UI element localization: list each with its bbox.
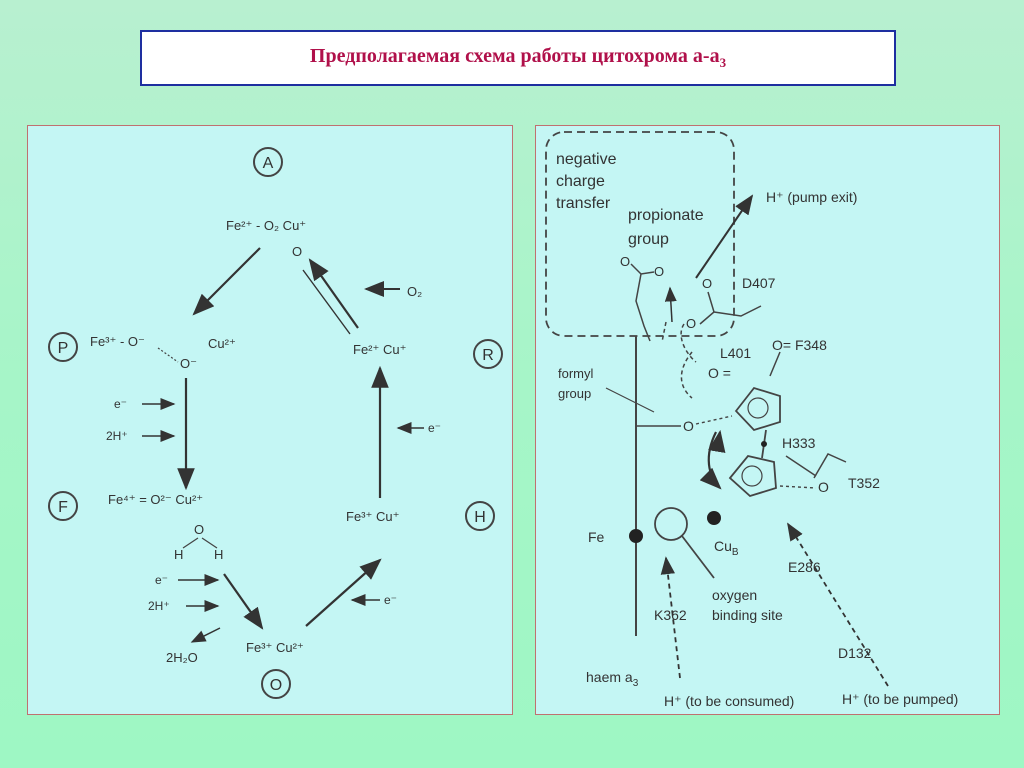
cub-atom — [707, 511, 721, 525]
electron-r-label: e⁻ — [428, 421, 441, 435]
f348-label: O= F348 — [772, 337, 827, 353]
title-subscript: 3 — [719, 55, 727, 70]
o2-label: O₂ — [407, 284, 422, 299]
complex-f-o-label: O — [194, 522, 204, 537]
svg-text:O: O — [270, 677, 282, 694]
oxygen-site-text-2: binding site — [712, 607, 783, 623]
complex-f-h2-label: H — [214, 547, 223, 562]
d407-o-2: O — [686, 316, 696, 331]
pump-exit-label: H⁺ (pump exit) — [766, 189, 857, 205]
k362-label: K362 — [654, 607, 687, 623]
ring-upper — [734, 386, 781, 432]
cub-label: CuB — [714, 538, 739, 558]
state-a-circle: A — [253, 147, 283, 177]
complex-h-label: Fe³⁺ Cu⁺ — [346, 509, 399, 524]
fe-label: Fe — [588, 529, 605, 545]
electron-p-label: e⁻ — [114, 397, 127, 411]
proton-f-label: 2H⁺ — [148, 599, 170, 613]
propionate-o-1: O — [620, 254, 630, 269]
d407-label: D407 — [742, 275, 776, 291]
complex-p-cu-label: Cu²⁺ — [208, 336, 236, 351]
arrow-a-to-p — [192, 247, 261, 316]
arrow-o-to-h — [305, 558, 382, 627]
d407-o-1: O — [702, 276, 712, 291]
complex-o-label: Fe³⁺ Cu²⁺ — [246, 640, 304, 655]
negative-charge-box — [545, 131, 735, 337]
proton-p-label: 2H⁺ — [106, 429, 128, 443]
svg-text:H: H — [474, 509, 486, 526]
formyl-text-2: group — [558, 386, 591, 401]
complex-p-label: Fe³⁺ - O⁻ — [90, 334, 145, 349]
structural-scheme-panel: negative charge transfer propionate grou… — [535, 125, 1000, 715]
complex-a-o-label: O — [292, 244, 302, 259]
propionate-text-2: group — [628, 231, 669, 248]
t352-o-label: O — [818, 479, 829, 495]
state-p-circle: P — [48, 332, 78, 362]
d132-label: D132 — [838, 645, 872, 661]
state-o-circle: O — [261, 669, 291, 699]
ring-lower — [728, 454, 777, 498]
slide-title: Предполагаемая схема работы цитохрома а-… — [310, 45, 726, 71]
fe-atom — [629, 529, 643, 543]
oxygen-binding-circle — [654, 507, 688, 541]
arrow-f-to-o — [223, 573, 264, 630]
svg-text:A: A — [263, 155, 274, 172]
l401-label: L401 — [720, 345, 751, 361]
title-box: Предполагаемая схема работы цитохрома а-… — [140, 30, 896, 86]
l401-o-label: O = — [708, 365, 731, 381]
state-r-circle: R — [473, 339, 503, 369]
catalytic-cycle-panel: A P R F H O Fe²⁺ - O₂ Cu⁺ O Fe³⁺ - O⁻ Cu… — [27, 125, 513, 715]
structural-scheme-diagram: negative charge transfer propionate grou… — [545, 131, 958, 709]
svg-text:P: P — [58, 340, 69, 357]
svg-text:R: R — [482, 347, 494, 364]
negative-charge-text-3: transfer — [556, 195, 611, 212]
h333-label: H333 — [782, 435, 816, 451]
arrow-r-to-a-secondary — [302, 269, 351, 335]
water-label: 2H₂O — [166, 650, 198, 665]
catalytic-cycle-diagram: A P R F H O Fe²⁺ - O₂ Cu⁺ O Fe³⁺ - O⁻ Cu… — [48, 147, 503, 699]
e286-label: E286 — [788, 559, 821, 575]
complex-r-label: Fe²⁺ Cu⁺ — [353, 342, 406, 357]
complex-a-label: Fe²⁺ - O₂ Cu⁺ — [226, 218, 306, 233]
complex-f-label: Fe⁴⁺ = O²⁻ Cu²⁺ — [108, 492, 203, 507]
title-main: Предполагаемая схема работы цитохрома а-… — [309, 45, 720, 67]
haem-label: haem a3 — [586, 669, 639, 689]
formyl-text-1: formyl — [558, 366, 594, 381]
to-be-consumed-label: H⁺ (to be consumed) — [664, 693, 794, 709]
negative-charge-text-2: charge — [556, 173, 605, 190]
state-f-circle: F — [48, 491, 78, 521]
state-h-circle: H — [465, 501, 495, 531]
negative-charge-text-1: negative — [556, 151, 617, 168]
electron-f-label: e⁻ — [155, 573, 168, 587]
formyl-o-label: O — [683, 418, 694, 434]
propionate-text-1: propionate — [628, 207, 704, 224]
complex-p-o-label: O⁻ — [180, 356, 197, 371]
t352-label: T352 — [848, 475, 880, 491]
arrow-r-to-a — [308, 258, 359, 329]
propionate-o-2: O — [654, 264, 664, 279]
electron-h-label: e⁻ — [384, 593, 397, 607]
svg-text:F: F — [58, 499, 68, 516]
complex-f-h1-label: H — [174, 547, 183, 562]
oxygen-site-text-1: oxygen — [712, 587, 757, 603]
to-be-pumped-label: H⁺ (to be pumped) — [842, 691, 958, 707]
